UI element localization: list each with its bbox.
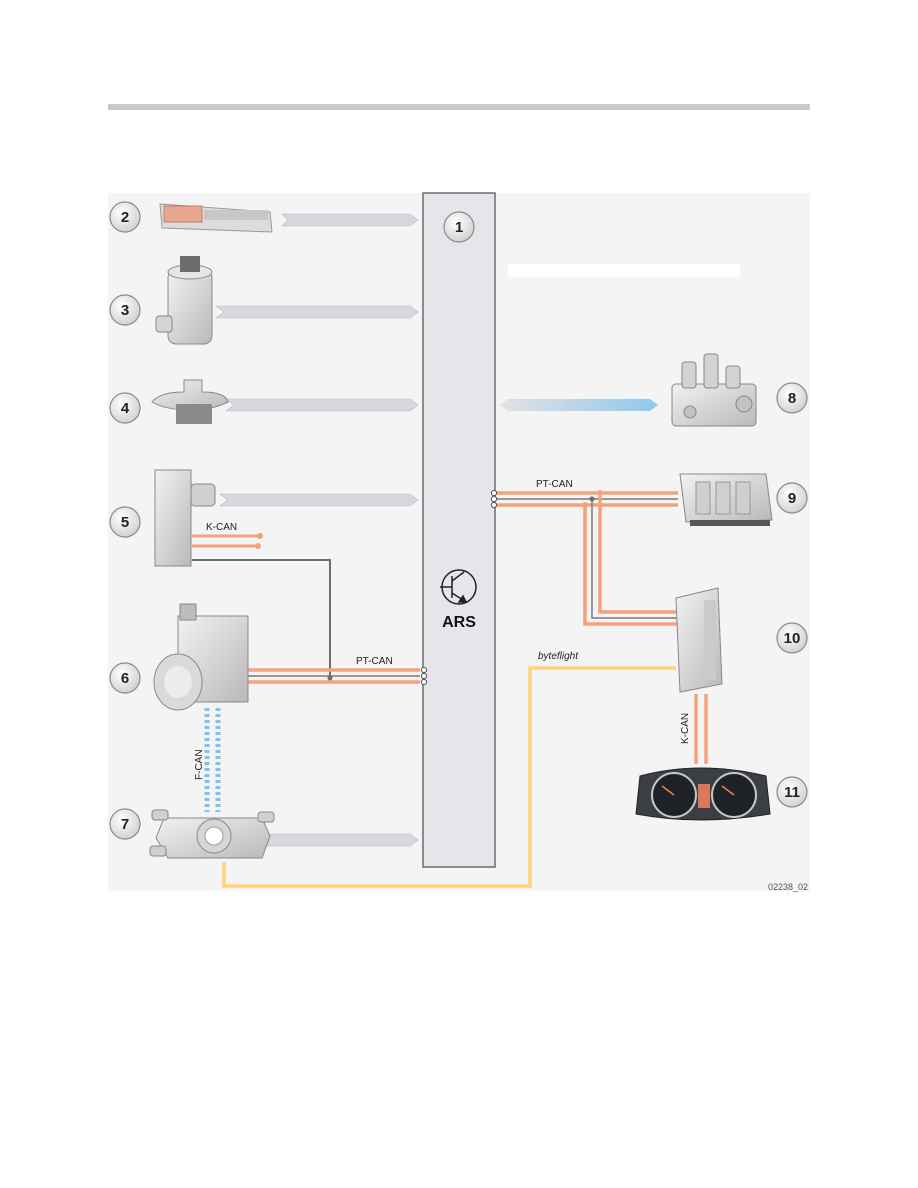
callout-badge-7 (109, 808, 141, 840)
ars-control-unit (422, 192, 496, 868)
callout-10: 10 (784, 630, 801, 647)
callout-3: 3 (121, 302, 129, 319)
component-2-switch-cluster (159, 203, 273, 233)
component-4-height-sensor (151, 379, 229, 424)
callout-2: 2 (121, 209, 129, 226)
pt-can-junction-right-1 (597, 490, 603, 496)
k-can-label-right: K-CAN (680, 713, 691, 744)
callout-7: 7 (121, 816, 129, 833)
k-can-label-left: K-CAN (206, 522, 237, 533)
component-11-instrument-cluster (635, 767, 771, 821)
signal-arrow-4 (225, 398, 419, 412)
pt-can-label-left: PT-CAN (356, 656, 393, 667)
callout-badge-5 (109, 506, 141, 538)
component-9-control-box (679, 473, 773, 526)
transistor-symbol (440, 569, 477, 605)
component-3-pressure-sensor (155, 256, 213, 345)
callout-badge-10 (776, 622, 808, 654)
signal-arrow-2 (281, 213, 419, 227)
callout-5: 5 (121, 514, 129, 531)
f-can-label: F-CAN (194, 749, 205, 780)
callout-4: 4 (121, 400, 130, 417)
byteflight-line (222, 666, 676, 888)
callout-1: 1 (455, 219, 463, 236)
callout-badge-8 (776, 382, 808, 414)
callout-11: 11 (784, 784, 800, 801)
callout-badge-9 (776, 482, 808, 514)
callout-6: 6 (121, 670, 129, 687)
pt-can-junction-right-3 (582, 502, 588, 508)
component-6-dsc-unit (153, 603, 249, 711)
callout-8: 8 (788, 390, 796, 407)
callout-badge-1 (443, 211, 475, 243)
pt-can-junction-right-2 (589, 496, 595, 502)
signal-arrow-7 (257, 833, 419, 847)
callout-badge-2 (109, 201, 141, 233)
pt-can-label-right: PT-CAN (536, 479, 573, 490)
signal-arrow-3 (215, 305, 419, 319)
callout-9: 9 (788, 490, 796, 507)
k-can-end-1 (257, 533, 263, 539)
byteflight-label: byteflight (538, 651, 579, 662)
figure-id: 02238_02 (768, 882, 808, 892)
callout-badge-4 (109, 392, 141, 424)
ars-label: ARS (442, 614, 476, 631)
wire-5-to-pt-can (192, 559, 331, 678)
k-can-end-2 (255, 543, 261, 549)
header-rule (108, 104, 810, 110)
callout-badge-3 (109, 294, 141, 326)
callout-badge-11 (776, 776, 808, 808)
component-7-steering-angle-sensor (149, 809, 275, 859)
annotation-strip (508, 264, 740, 277)
hydraulic-arrow-8 (500, 399, 658, 411)
signal-arrow-5 (219, 493, 419, 507)
component-10-gateway-module (675, 587, 723, 693)
callout-badge-6 (109, 662, 141, 694)
pt-can-junction-left (327, 675, 333, 681)
component-8-valve-block (671, 353, 757, 427)
component-5-sensor-module (154, 469, 216, 567)
